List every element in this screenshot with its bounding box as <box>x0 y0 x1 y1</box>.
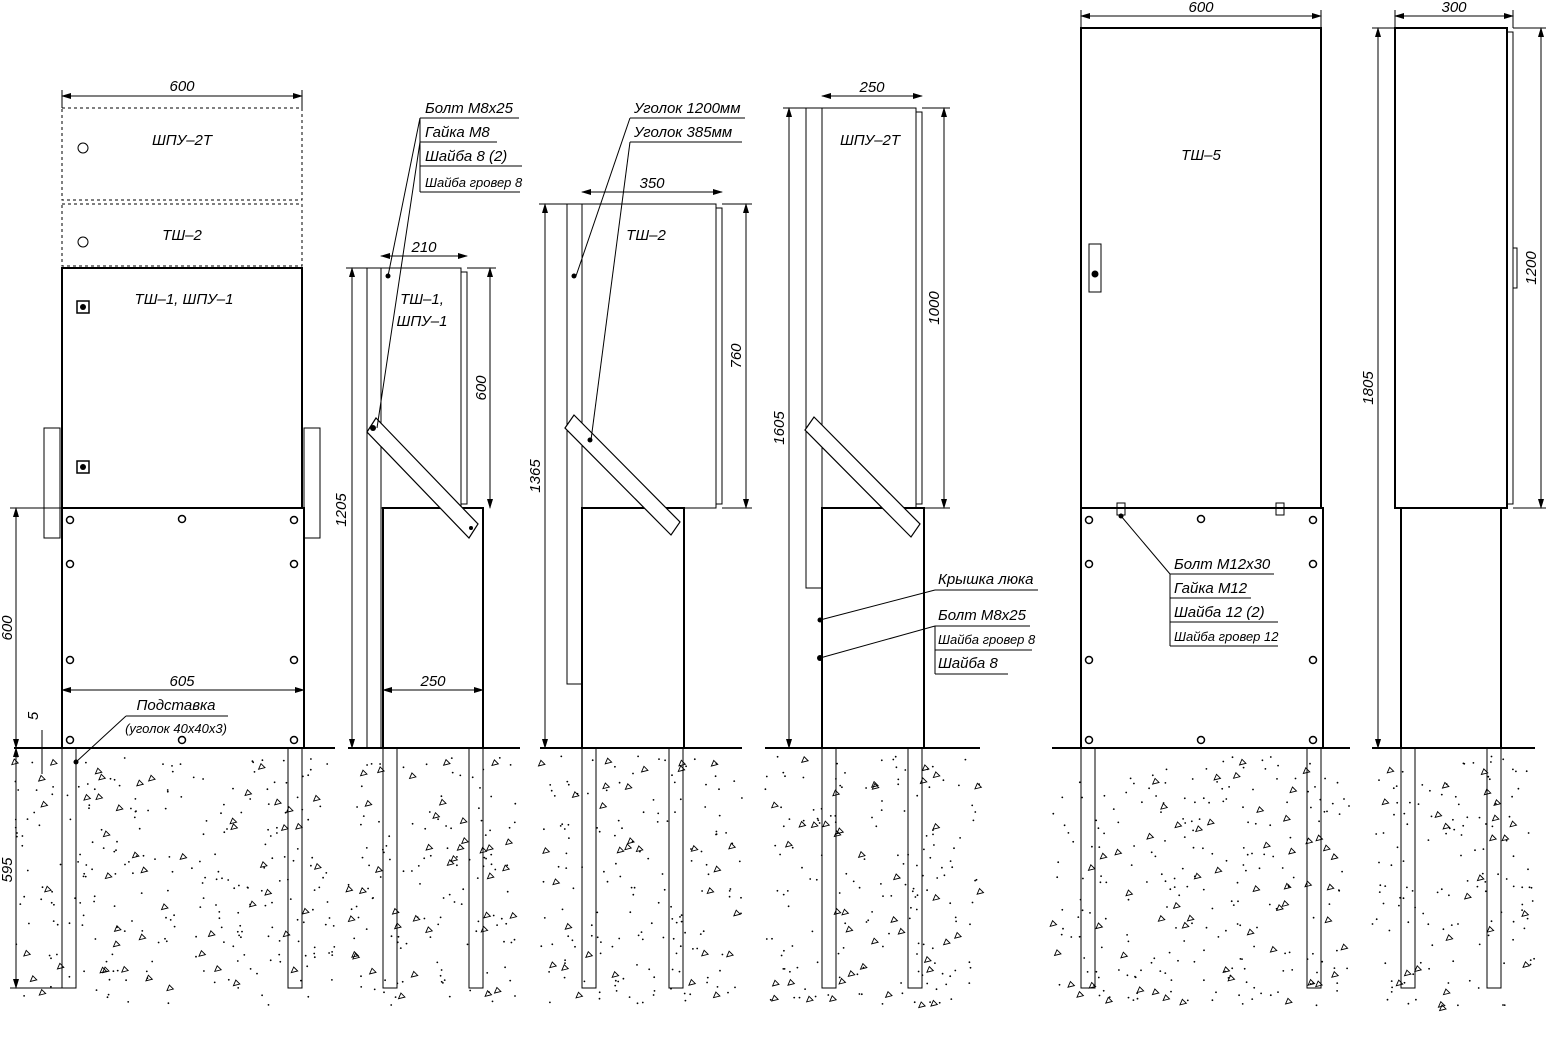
lock-icon <box>76 300 90 314</box>
callout-nut-m8: Гайка М8 <box>425 124 490 141</box>
cabinet-outline-tsh-2 <box>61 203 303 267</box>
stand-leg <box>1306 747 1322 989</box>
ground-section <box>11 747 1535 1012</box>
lock-icon <box>76 460 90 474</box>
label-tsh-2-side: ТШ–2 <box>626 227 666 244</box>
stand-leg <box>821 747 837 989</box>
side-bracket <box>43 427 61 539</box>
callout-washer-8: Шайба 8 <box>938 655 998 672</box>
dim-595: 595 <box>0 857 16 883</box>
label-tsh-1: ТШ–1, <box>400 291 444 308</box>
callout-spring-washer-12: Шайба гровер 12 <box>1174 629 1279 644</box>
callout-angle-385: Уголок 385мм <box>633 124 732 141</box>
label-tsh-5: ТШ–5 <box>1181 147 1221 164</box>
dim-1805: 1805 <box>1360 371 1377 405</box>
dim-1000: 1000 <box>926 291 943 325</box>
stand-leg <box>581 747 597 989</box>
door-handle <box>1088 243 1102 293</box>
dim-605: 605 <box>169 673 195 690</box>
label-tsh-2: ТШ–2 <box>162 227 202 244</box>
cabinet-tsh-5 <box>1080 27 1322 509</box>
dim-760: 760 <box>728 343 745 369</box>
dim-210: 210 <box>410 239 437 256</box>
dim-5: 5 <box>25 711 42 720</box>
stand-side <box>581 507 685 749</box>
lock-icon <box>77 236 89 248</box>
cabinet-outline-shpu-2t <box>61 107 303 201</box>
view-side-tsh-1: 210 1205 600 250 ТШ–1, ШПУ–1 Болт М8х25 … <box>333 100 523 989</box>
stand-side <box>821 507 925 749</box>
angle-post <box>805 107 823 589</box>
dim-600-side: 600 <box>473 375 490 401</box>
dim-250: 250 <box>858 79 885 96</box>
callout-hatch-cover: Крышка люка <box>938 571 1033 588</box>
callout-angle-1200: Уголок 1200мм <box>633 100 741 117</box>
dim-600-top: 600 <box>169 78 195 95</box>
dim-1200: 1200 <box>1523 251 1540 285</box>
stand-leg <box>61 747 77 989</box>
cabinet-side-tsh-5 <box>1394 27 1508 509</box>
stand-leg <box>668 747 684 989</box>
dim-1605: 1605 <box>771 411 788 445</box>
callout-bolt-m12x30: Болт М12х30 <box>1174 556 1271 573</box>
stand-leg <box>1486 747 1502 989</box>
stand-side <box>1400 507 1502 749</box>
view-front-tsh-5: 600 ТШ–5 Болт М12х30 Гайка М12 Шайба 12 … <box>1080 0 1324 989</box>
stand-frame <box>61 507 305 749</box>
dim-350: 350 <box>639 175 665 192</box>
stand-frame <box>1080 507 1324 749</box>
view-side-shpu-2t: 250 1605 1000 ШПУ–2Т Крышка люка Болт М8… <box>771 79 1038 989</box>
diagonal-brace <box>564 414 681 536</box>
stand-leg <box>1080 747 1096 989</box>
view-side-tsh-5: 300 1805 1200 <box>1360 0 1546 989</box>
dim-600-tsh-5: 600 <box>1188 0 1214 16</box>
dim-600-stand: 600 <box>0 615 16 641</box>
angle-post <box>366 267 382 749</box>
label-stand: Подставка <box>137 697 216 714</box>
side-bracket <box>303 427 321 539</box>
stand-leg <box>287 747 303 989</box>
label-shpu-2t: ШПУ–2Т <box>152 132 214 149</box>
stand-leg <box>907 747 923 989</box>
label-shpu-2t-side: ШПУ–2Т <box>840 132 902 149</box>
dim-1365: 1365 <box>527 459 544 493</box>
callout-nut-m12: Гайка М12 <box>1174 580 1248 597</box>
callout-washer-8-2: Шайба 8 (2) <box>425 148 507 165</box>
stand-leg <box>468 747 484 989</box>
lock-icon <box>77 142 89 154</box>
label-stand-spec: (уголок 40х40х3) <box>125 721 227 736</box>
callout-spring-washer-8-b: Шайба гровер 8 <box>938 632 1036 647</box>
callout-bolt-m8x25: Болт М8х25 <box>425 100 514 117</box>
stand-leg <box>382 747 398 989</box>
label-shpu-1: ШПУ–1 <box>397 313 448 330</box>
dim-300: 300 <box>1441 0 1467 16</box>
dim-1205: 1205 <box>333 493 350 527</box>
stand-leg <box>1400 747 1416 989</box>
view-front-stack: 600 605 600 5 595 ШПУ–2Т ТШ–2 ТШ–1, ШПУ–… <box>0 78 321 989</box>
diagonal-brace <box>804 416 921 538</box>
label-tsh-1-shpu-1: ТШ–1, ШПУ–1 <box>135 291 234 308</box>
stand-side <box>382 507 484 749</box>
view-side-tsh-2: 350 1365 760 ТШ–2 Уголок 1200мм Уголок 3… <box>527 100 752 989</box>
soil-hatching <box>11 755 1535 1012</box>
dim-250-base: 250 <box>419 673 446 690</box>
callout-washer-12-2: Шайба 12 (2) <box>1174 604 1265 621</box>
callout-bolt-m8x25-b: Болт М8х25 <box>938 607 1027 624</box>
diagonal-brace <box>366 417 479 539</box>
callout-spring-washer-8: Шайба гровер 8 <box>425 175 523 190</box>
